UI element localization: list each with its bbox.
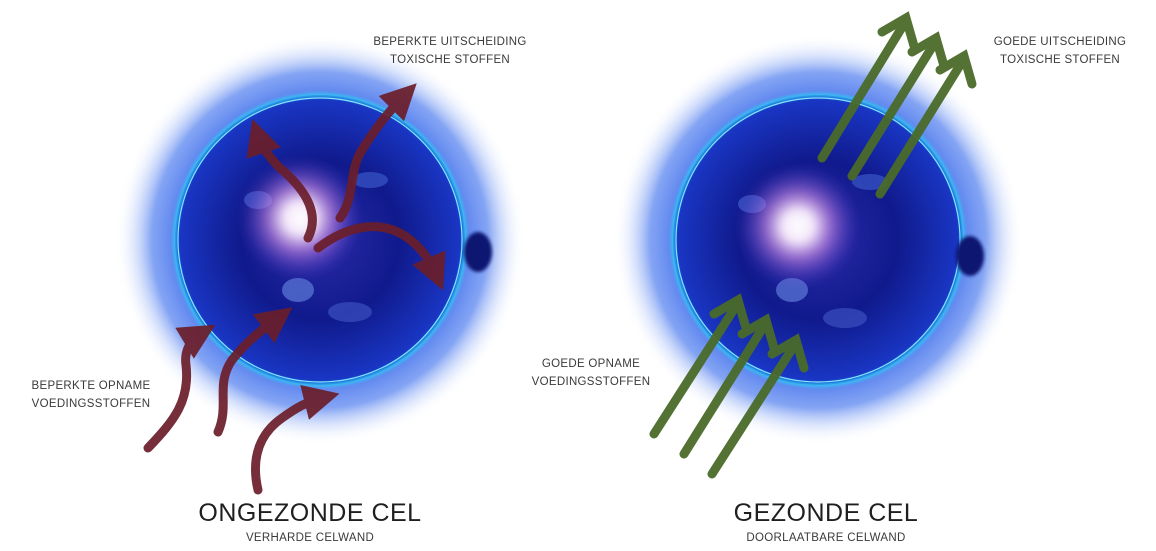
right-cell-title: GEZONDE CEL bbox=[676, 494, 976, 533]
left-excretion-label-line1: BEPERKTE UITSCHEIDING bbox=[350, 34, 550, 52]
left-intake-label-line2: VOEDINGSSTOFFEN bbox=[6, 396, 176, 414]
left-cell-subtitle: VERHARDE CELWAND bbox=[160, 530, 460, 548]
right-excretion-label: GOEDE UITSCHEIDING TOXISCHE STOFFEN bbox=[968, 34, 1152, 70]
left-excretion-label: BEPERKTE UITSCHEIDING TOXISCHE STOFFEN bbox=[350, 34, 550, 70]
left-cell-notch bbox=[464, 232, 492, 272]
right-nucleus-glow bbox=[736, 164, 860, 288]
left-excretion-label-line2: TOXISCHE STOFFEN bbox=[350, 52, 550, 70]
left-organelle bbox=[328, 302, 372, 322]
right-cell-notch bbox=[956, 236, 984, 276]
right-organelle bbox=[823, 308, 867, 328]
right-cell bbox=[613, 18, 1023, 474]
right-intake-label-line2: VOEDINGSSTOFFEN bbox=[506, 374, 676, 392]
right-intake-label: GOEDE OPNAME VOEDINGSSTOFFEN bbox=[506, 356, 676, 392]
left-organelle bbox=[282, 278, 314, 302]
left-intake-label: BEPERKTE OPNAME VOEDINGSSTOFFEN bbox=[6, 378, 176, 414]
left-cell bbox=[115, 35, 525, 490]
right-excretion-label-line2: TOXISCHE STOFFEN bbox=[968, 52, 1152, 70]
left-cell-title: ONGEZONDE CEL bbox=[160, 494, 460, 533]
right-intake-label-line1: GOEDE OPNAME bbox=[506, 356, 676, 374]
right-excretion-label-line1: GOEDE UITSCHEIDING bbox=[968, 34, 1152, 52]
right-cell-subtitle: DOORLAATBARE CELWAND bbox=[676, 530, 976, 548]
left-intake-label-line1: BEPERKTE OPNAME bbox=[6, 378, 176, 396]
